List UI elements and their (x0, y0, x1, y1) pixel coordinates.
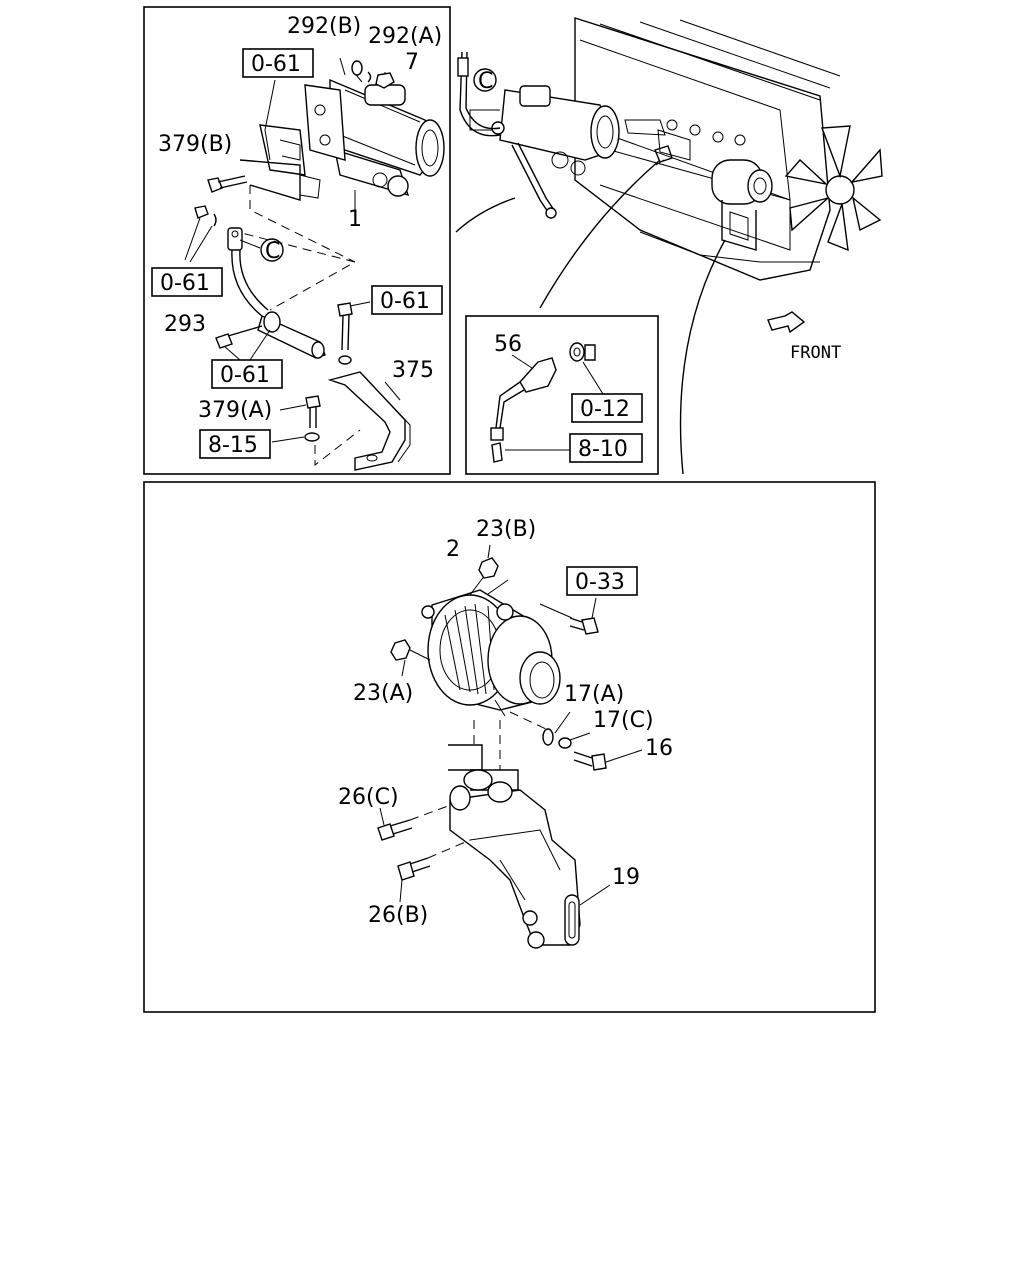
bolt-379a (279, 395, 321, 428)
ref-box-061-bottom: 0-61 (211, 359, 283, 389)
engine-alternator (711, 159, 773, 251)
part-label-23a: 23(A) (353, 681, 413, 706)
part-label-17c: 17(C) (593, 708, 654, 733)
part-label-23b: 23(B) (476, 517, 536, 542)
alternator-panel-frame (143, 481, 876, 1013)
part-label-2: 2 (446, 537, 460, 562)
ref-box-061-left-label: 0-61 (160, 271, 210, 296)
ref-box-061-top: 0-61 (242, 48, 314, 78)
front-label: FRONT (790, 343, 841, 363)
ref-box-033: 0-33 (566, 566, 638, 596)
engine-block-illustration: C (455, 17, 883, 475)
ref-box-012: 0-12 (571, 393, 643, 423)
part-label-379b: 379(B) (158, 132, 232, 157)
callout-c-top (260, 238, 284, 262)
part-label-26b: 26(B) (368, 903, 428, 928)
part-label-16: 16 (645, 736, 673, 761)
ref-box-012-label: 0-12 (580, 397, 630, 422)
part-label-292b: 292(B) (287, 14, 361, 39)
part-label-19: 19 (612, 865, 640, 890)
cooling-fan (784, 125, 883, 252)
ref-box-033-label: 0-33 (575, 570, 625, 595)
callout-c-top-label: C (265, 239, 280, 264)
sensor-inset-frame (465, 315, 659, 475)
alternator-2 (421, 574, 561, 717)
bolt-379b (207, 175, 248, 193)
part-label-292a: 292(A) (368, 24, 442, 49)
ref-box-061-right: 0-61 (371, 285, 443, 315)
starter-motor-assembly (239, 78, 445, 201)
ref-box-815: 8-15 (199, 429, 271, 459)
ref-box-810-label: 8-10 (578, 437, 628, 462)
part-label-293: 293 (164, 312, 206, 337)
ref-box-061-bottom-label: 0-61 (220, 363, 270, 388)
ref-box-061-right-label: 0-61 (380, 289, 430, 314)
starter-panel-frame (143, 6, 451, 475)
callout-c-engine (473, 68, 497, 92)
part-label-7: 7 (405, 50, 419, 75)
bracket-19 (448, 744, 611, 949)
part-label-1: 1 (348, 207, 362, 232)
engine-starter (469, 85, 620, 176)
bracket-375 (327, 371, 411, 471)
ref-box-061-left: 0-61 (151, 267, 223, 297)
callout-c-engine-label: C (478, 69, 493, 94)
front-direction-indicator: FRONT (767, 311, 841, 363)
sensor-56 (490, 342, 604, 463)
part-label-375: 375 (392, 358, 434, 383)
part-label-56: 56 (494, 332, 522, 357)
ref-box-810: 8-10 (569, 433, 643, 463)
part-label-17a: 17(A) (564, 682, 624, 707)
ref-box-061-top-label: 0-61 (251, 52, 301, 77)
ref-box-815-label: 8-15 (208, 433, 258, 458)
part-label-26c: 26(C) (338, 785, 399, 810)
part-label-379a: 379(A) (198, 398, 272, 423)
